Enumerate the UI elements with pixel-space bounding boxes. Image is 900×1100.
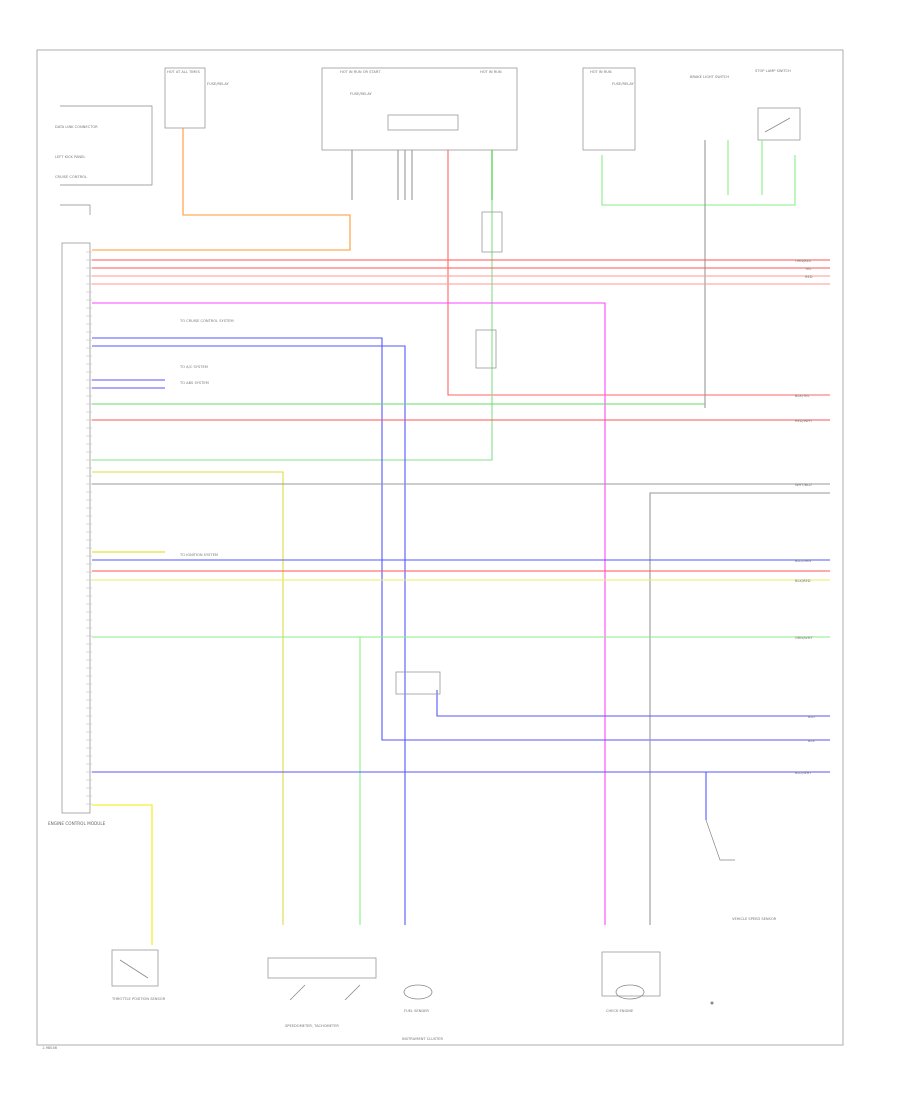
wire-blue-2 — [92, 345, 406, 925]
cruise-control-label: CRUISE CONTROL — [55, 175, 87, 179]
right-tag-12: BLU/WHT — [795, 771, 812, 775]
vss-wire — [705, 819, 735, 861]
brake-switch-label: BRAKE LIGHT SWITCH — [690, 75, 729, 79]
side-note-4: TO IGNITION SYSTEM — [179, 553, 218, 557]
side-note-2: TO A/C SYSTEM — [179, 365, 208, 369]
fuse-box-2 — [321, 67, 518, 151]
diagram-frame — [36, 49, 844, 1046]
vss-ground-node — [710, 1001, 714, 1005]
ecm-title: ENGINE CONTROL MODULE — [48, 821, 106, 826]
dlc-wire-2 — [60, 204, 91, 215]
right-tag-9: GRN/WHT — [795, 636, 813, 640]
fuse-label-3: HOT IN RUN — [480, 70, 502, 74]
vss-label: VEHICLE SPEED SENSOR — [732, 917, 777, 921]
fuse-label-2: HOT IN RUN OR START — [340, 70, 381, 74]
orange-drop-wire — [92, 128, 351, 251]
dlc-wire — [60, 105, 153, 186]
right-tag-5: RED/WHT — [795, 419, 813, 423]
right-tag-7: BLU/GRN — [795, 559, 811, 563]
cruise-switch — [395, 671, 441, 695]
wire-yellow-vert — [92, 471, 284, 925]
stop-lamp-switch — [757, 107, 801, 141]
fuse-name-2: FUSE/RELAY — [350, 92, 372, 96]
dlc-label: DATA LINK CONNECTOR — [55, 125, 98, 129]
right-wire-tags: ORN/BLU YEL RED BLK/YEL RED/WHT WHT/BLU … — [795, 259, 815, 775]
wire-gray-right-drop — [649, 492, 830, 925]
kick-panel-label: LEFT KICK PANEL — [55, 155, 85, 159]
side-note-3: TO ABS SYSTEM — [179, 381, 209, 385]
footer-id: 1-98046 — [42, 1046, 58, 1050]
check-engine-label: CHECK ENGINE — [606, 1009, 634, 1013]
cluster-label: INSTRUMENT CLUSTER — [402, 1037, 443, 1041]
fuse-box-1 — [164, 67, 206, 129]
speedo-contact-2 — [344, 984, 361, 1001]
throttle-position-sensor — [111, 949, 159, 987]
stop-lamp-label: STOP LAMP SWITCH — [755, 69, 791, 73]
right-tag-4: BLK/YEL — [795, 394, 810, 398]
wire-yellow-ecm-bottom — [92, 804, 153, 945]
red-drop — [447, 150, 830, 396]
throttle-label: THROTTLE POSITION SENSOR — [111, 997, 166, 1001]
wire-blue-716 — [436, 690, 830, 717]
right-tag-3: RED — [805, 275, 813, 279]
speedometer-label: SPEEDOMETER, TACHOMETER — [285, 1024, 339, 1028]
check-engine-lamp — [615, 984, 645, 1000]
right-tag-10: BLU — [808, 715, 815, 719]
speedo-contact-1 — [289, 984, 306, 1001]
right-tag-11: BLK — [808, 739, 815, 743]
fuse-name-3: FUSE/RELAY — [612, 82, 634, 86]
wire-magenta — [92, 302, 606, 925]
ecm-relay-1 — [481, 211, 503, 253]
fuel-sender-label: FUEL SENDER — [404, 1009, 429, 1013]
fuse-label-1: HOT AT ALL TIMES — [167, 70, 201, 74]
fuse-name-1: FUSE/RELAY — [207, 82, 229, 86]
fuel-sender-lamp — [403, 984, 433, 1000]
stop-lamp-contact — [764, 117, 791, 133]
right-tag-2: YEL — [805, 267, 811, 271]
ecm-relay-2 — [475, 329, 497, 369]
check-engine-box — [601, 951, 661, 997]
lightgreen-top — [601, 155, 796, 206]
fuse-label-4: HOT IN RUN — [590, 70, 612, 74]
wire-blue-1 — [92, 337, 830, 741]
speedometer-box — [267, 957, 377, 979]
ecm-pin-ticks — [86, 251, 92, 805]
side-note-1: TO CRUISE CONTROL SYSTEM — [179, 319, 234, 323]
right-tag-1: ORN/BLU — [795, 259, 812, 263]
right-tag-8: BLK/RED — [795, 579, 811, 583]
ecm-connector — [61, 242, 91, 814]
right-tag-6: WHT/BLU — [795, 483, 812, 487]
green-long — [92, 200, 493, 461]
fuse-box-3 — [582, 67, 636, 151]
tps-contact — [119, 959, 149, 979]
relay-box — [387, 114, 459, 131]
